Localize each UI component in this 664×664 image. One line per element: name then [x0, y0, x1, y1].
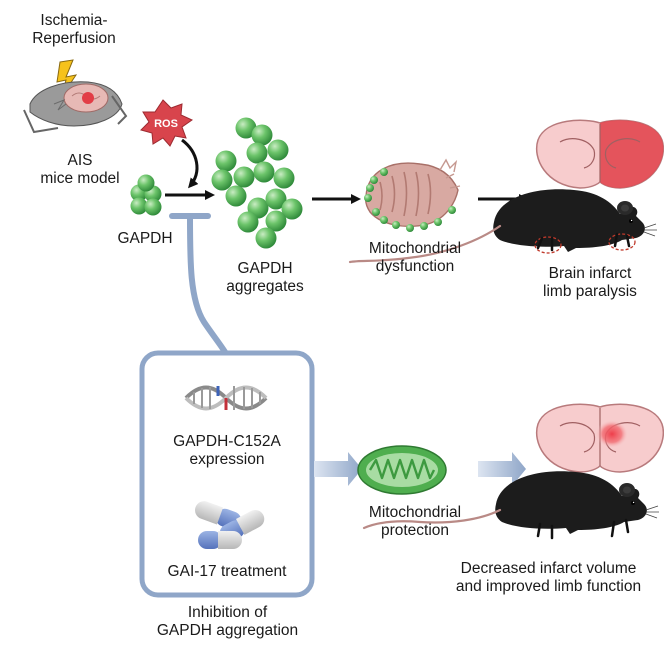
healthy-mitochondrion-icon — [357, 445, 447, 495]
dna-helix-icon — [184, 385, 268, 411]
ais-mouse-icon — [23, 81, 128, 134]
inhibition-connector — [187, 213, 228, 355]
ros-burst-icon — [140, 99, 194, 147]
gai17-treatment-label: GAI-17 treatment — [167, 563, 287, 580]
inhibition-box — [139, 350, 315, 598]
damaged-mitochondrion-icon — [364, 158, 461, 232]
protected-brain-slice-icon — [536, 403, 664, 473]
box-to-mito-arrow — [314, 452, 362, 486]
mito-to-recovery-arrow — [478, 452, 526, 486]
gai17-pill-icon — [195, 501, 265, 549]
gapdh-label: GAPDH — [117, 230, 173, 247]
gapdh-monomer-icon — [130, 174, 162, 216]
infarct-brain-slice-icon — [536, 119, 664, 189]
paralysed-mouse-icon — [348, 188, 658, 264]
ischemia-label: Ischemia-Reperfusion — [32, 12, 116, 47]
ros-label: ROS — [154, 118, 178, 130]
gapdh-aggregates-icon — [211, 117, 303, 249]
ros-to-aggregation-arrow — [181, 138, 199, 189]
recovered-mouse-icon — [362, 470, 660, 540]
